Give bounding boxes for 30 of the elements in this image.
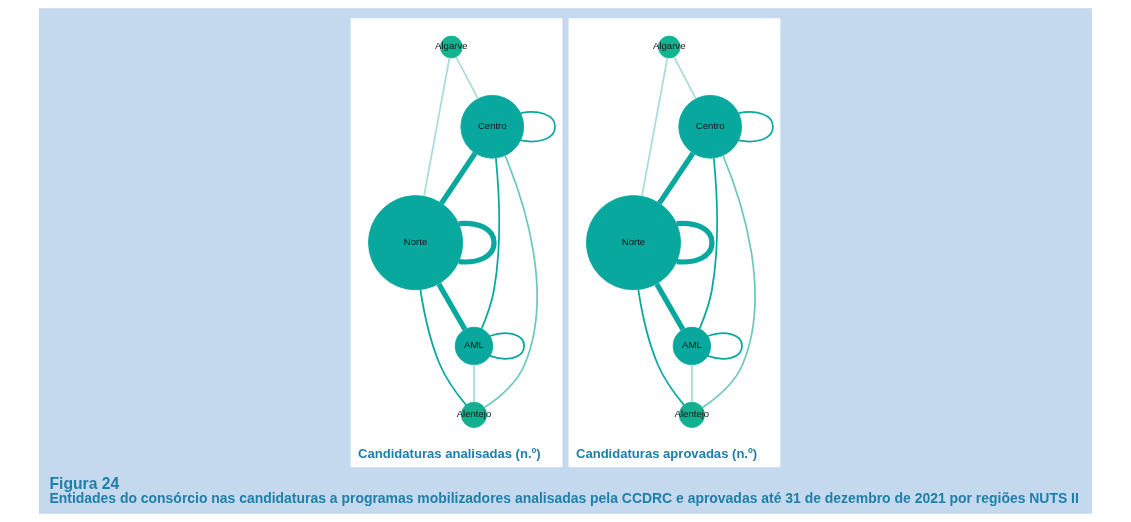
connector — [676, 220, 715, 265]
connector — [473, 363, 475, 403]
node-circle: AML — [454, 326, 494, 366]
connector — [673, 56, 697, 100]
connector — [519, 111, 556, 143]
connector — [706, 332, 743, 360]
connector — [439, 151, 478, 205]
connector — [657, 151, 696, 205]
connector — [458, 220, 497, 265]
node-circle: AML — [672, 326, 712, 366]
connector — [654, 282, 686, 331]
diagram-title: Figura 24 — [49, 474, 120, 492]
connector — [419, 288, 467, 406]
connector — [483, 154, 538, 409]
connector — [436, 282, 468, 331]
connector — [455, 56, 479, 100]
caption: Entidades do consórcio nas candidaturas a programas mobilizadores analisadas pela CCDRC e aprovadas até 31 de dezembro de 2021 por regiões NUTS II — [49, 490, 1079, 507]
node-circle: Norte — [586, 195, 681, 291]
node-circle: Norte — [368, 195, 464, 291]
node-circle: Centro — [678, 94, 742, 159]
connector — [701, 154, 756, 409]
connector — [641, 56, 669, 197]
connector — [423, 56, 451, 197]
connector — [480, 157, 500, 330]
connector — [637, 288, 685, 406]
connector — [698, 157, 718, 330]
connector — [737, 111, 774, 143]
connector — [691, 363, 693, 403]
node-circle: Centro — [460, 94, 525, 159]
connector — [489, 332, 525, 360]
